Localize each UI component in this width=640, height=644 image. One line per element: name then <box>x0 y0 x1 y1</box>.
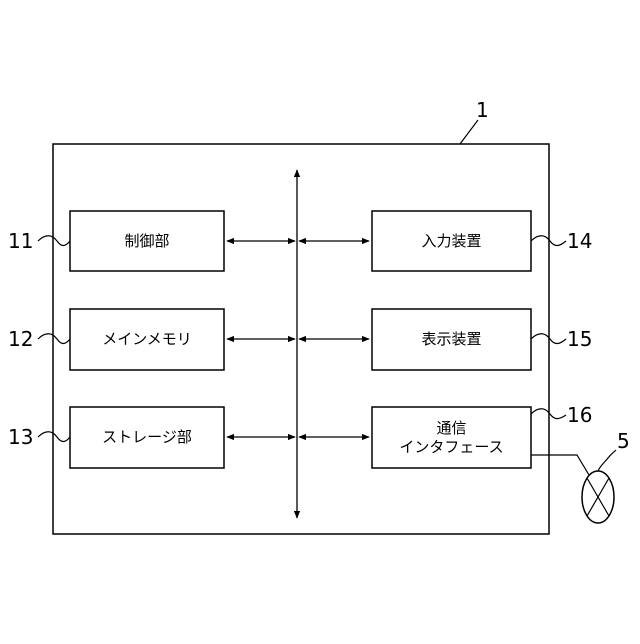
comm-interface-label-line2: インタフェース <box>399 438 503 457</box>
comm-interface-label-line1: 通信 <box>436 419 466 438</box>
storage-ref-label: 13 <box>8 427 33 447</box>
external-ref-leader <box>598 450 616 471</box>
comm-interface-ref-label: 16 <box>567 405 592 425</box>
input-device-label: 入力装置 <box>372 211 531 271</box>
display-device-ref-label: 15 <box>567 329 592 349</box>
control-ref-leader <box>38 236 70 246</box>
comm-interface-label: 通信 インタフェース <box>372 407 531 468</box>
system-ref-leader <box>460 120 478 144</box>
external-ref-label: 5 <box>617 431 630 451</box>
system-ref-label: 1 <box>476 100 489 120</box>
display-device-label: 表示装置 <box>372 309 531 370</box>
control-label: 制御部 <box>70 211 224 271</box>
control-ref-label: 11 <box>8 231 33 251</box>
storage-ref-leader <box>38 432 70 442</box>
main-memory-ref-leader <box>38 334 70 344</box>
external-connection-line <box>531 455 589 475</box>
storage-label: ストレージ部 <box>70 407 224 468</box>
main-memory-label: メインメモリ <box>70 309 224 370</box>
input-device-ref-label: 14 <box>567 231 592 251</box>
main-memory-ref-label: 12 <box>8 329 33 349</box>
